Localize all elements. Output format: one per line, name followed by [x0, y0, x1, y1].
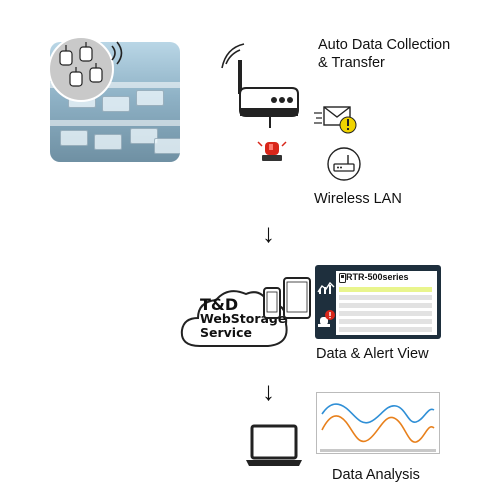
wireless-lan-label: Wireless LAN [314, 191, 402, 207]
list-item[interactable] [339, 311, 432, 316]
auto-collection-label-line2: & Transfer [318, 55, 385, 71]
cloud-subtitle-2: Service [200, 325, 252, 340]
flow-arrow-down: ↓ [262, 376, 275, 406]
cloud-title: T&D [200, 295, 239, 314]
auto-collection-label-line1: Auto Data Collection [318, 37, 451, 53]
smartphone-icon [263, 287, 281, 319]
list-item[interactable] [339, 287, 432, 292]
data-analysis-label: Data Analysis [332, 467, 420, 483]
list-item[interactable] [339, 319, 432, 324]
warehouse-photo [50, 42, 180, 162]
logger-group-icon [48, 36, 114, 102]
alert-view-label: Data & Alert View [316, 346, 429, 362]
cloud-icon [180, 290, 288, 347]
list-item[interactable] [339, 303, 432, 308]
graph-bars-icon [317, 281, 335, 294]
tablet-icon [283, 277, 311, 319]
wireless-signal-icon [111, 41, 123, 65]
device-list-title: RTR-500series [346, 272, 409, 282]
laptop-icon [246, 424, 302, 466]
flow-arrow-down: ↓ [262, 218, 275, 248]
email-alert-icon [314, 106, 357, 134]
series-line-1 [321, 403, 435, 424]
base-station-icon [221, 43, 299, 128]
analysis-line-chart [316, 392, 440, 454]
alarm-light-icon [257, 141, 287, 161]
series-line-2 [321, 415, 435, 443]
alarm-notification-icon [318, 310, 335, 327]
list-item[interactable] [339, 295, 432, 300]
list-item[interactable] [339, 327, 432, 332]
logger-device-icon [339, 273, 346, 283]
router-icon [327, 147, 361, 181]
